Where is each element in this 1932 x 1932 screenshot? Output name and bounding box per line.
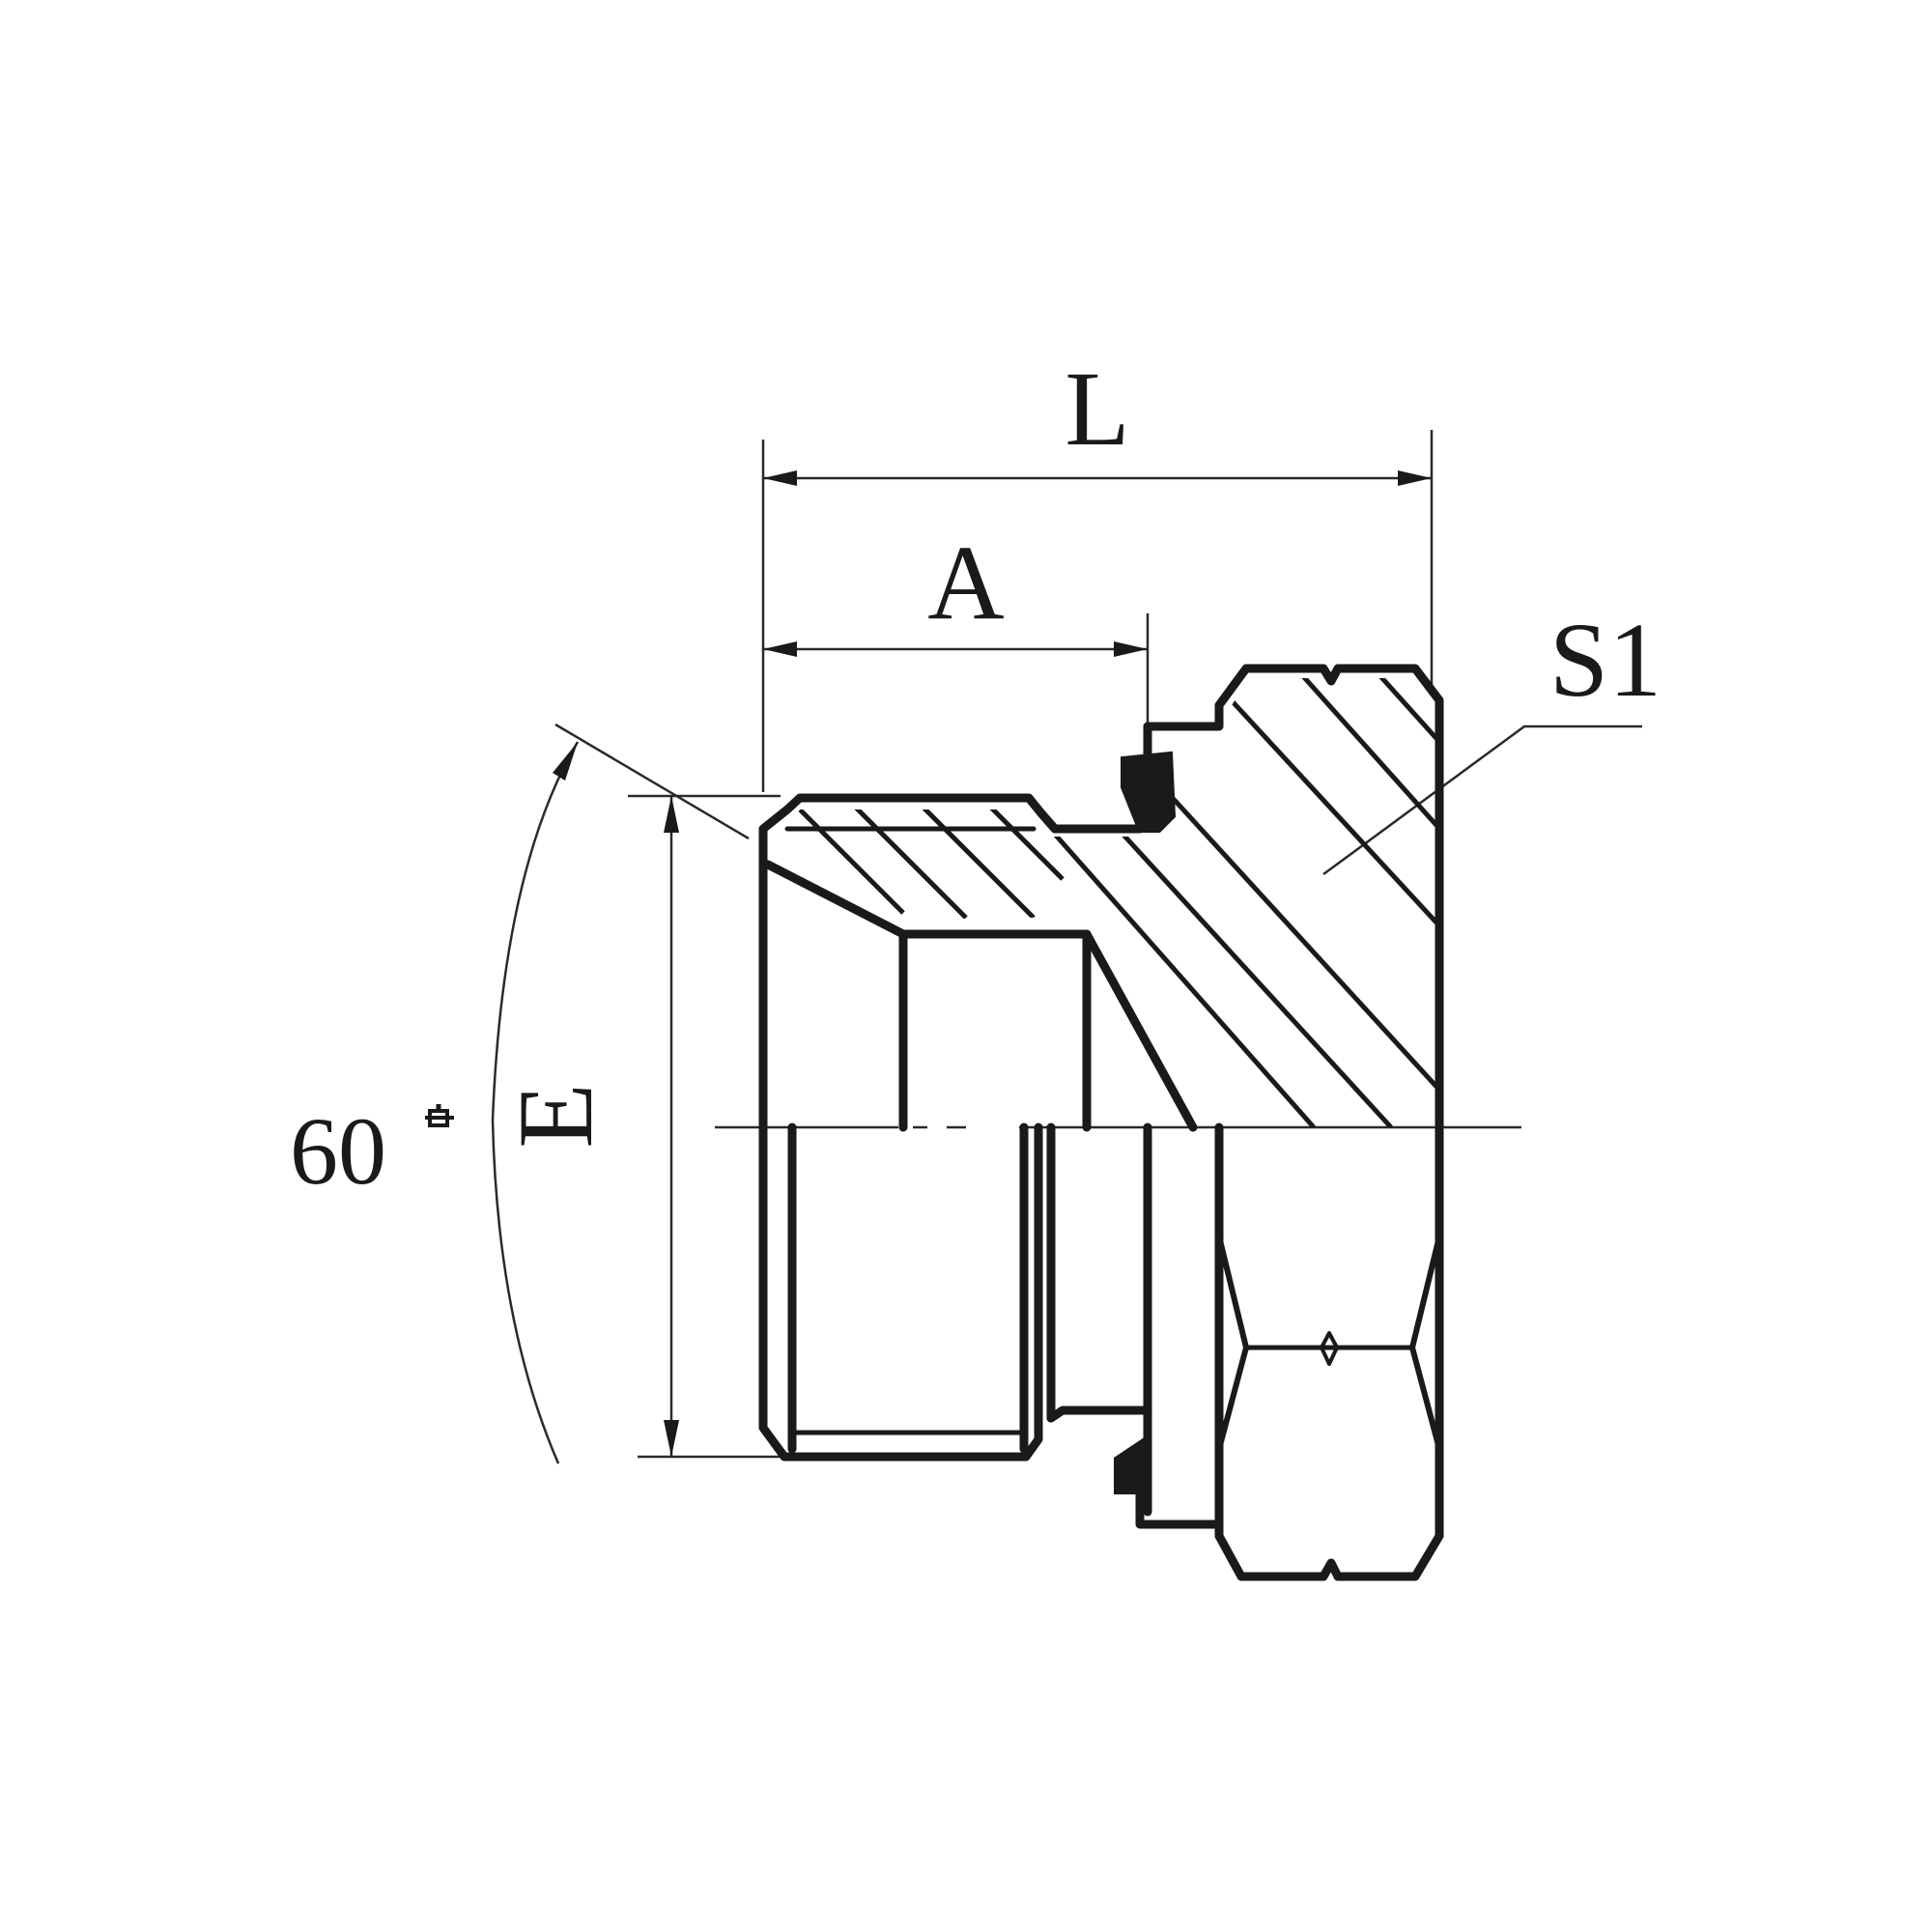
label-angle: 60 (290, 1097, 386, 1205)
o-ring-upper (1121, 751, 1177, 833)
arrowhead-icon (1398, 470, 1432, 486)
label-E: E (497, 1083, 614, 1148)
arrowhead-icon (763, 470, 797, 486)
external-view-lower-half (758, 1122, 1444, 1581)
label-S1: S1 (1549, 601, 1662, 719)
arrowhead-icon (664, 796, 679, 833)
label-A: A (927, 524, 1004, 641)
arrowhead-icon (763, 641, 797, 657)
hex-center-mark-icon (1320, 1331, 1339, 1366)
arrowhead-icon (1114, 641, 1148, 657)
dimension-E: E (497, 794, 781, 1459)
label-L: L (1065, 350, 1129, 468)
section-upper-half (758, 664, 1444, 1132)
dimension-L: L (761, 350, 1434, 792)
label-S1-leader: S1 (1322, 601, 1662, 876)
arrowhead-icon (664, 1420, 679, 1457)
o-ring-lower (1114, 1435, 1147, 1494)
dimension-A: A (763, 524, 1150, 734)
dimension-angle-60: 60 (290, 723, 750, 1464)
arrowhead-icon (553, 742, 578, 781)
degree-symbol-icon (425, 1104, 454, 1127)
